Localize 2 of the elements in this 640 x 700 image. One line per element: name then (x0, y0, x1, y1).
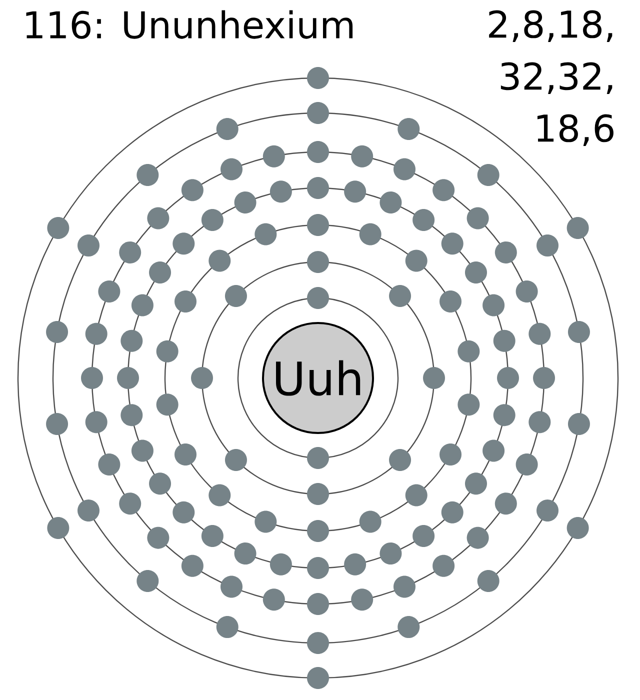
shell-counts: 2,8,18, 32,32, 18,6 (489, 10, 614, 146)
title: 116: Ununhexium (26, 10, 353, 39)
